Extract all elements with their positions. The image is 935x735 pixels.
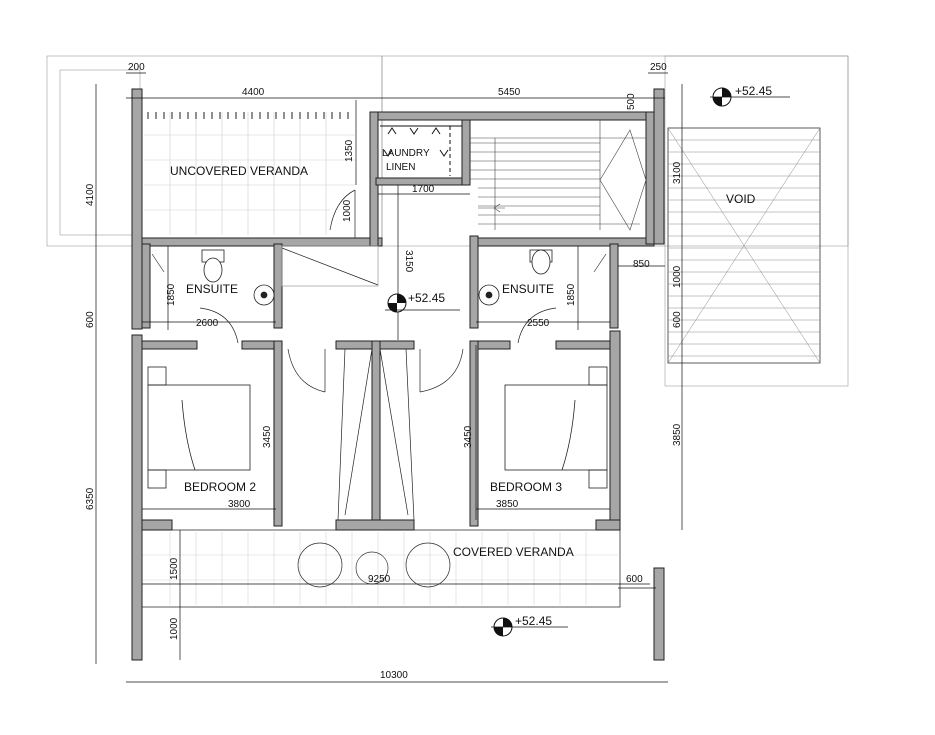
- room-label-uncovered-veranda: UNCOVERED VERANDA: [170, 164, 308, 178]
- dim-200: 200: [128, 62, 145, 73]
- covered-veranda-edge: [139, 529, 621, 608]
- dim-1700: 1700: [412, 184, 435, 195]
- dim-600-right: 600: [672, 311, 683, 328]
- room-label-bedroom-3: BEDROOM 3: [490, 480, 562, 494]
- roof-outline-right: [381, 55, 849, 247]
- dim-3150: 3150: [403, 250, 414, 273]
- dim-1500: 1500: [169, 557, 180, 580]
- veranda-chairs: [297, 542, 451, 588]
- dim-4100: 4100: [85, 183, 96, 206]
- dim-6350: 6350: [85, 487, 96, 510]
- room-label-ensuite-right: ENSUITE: [502, 282, 554, 296]
- stair: [470, 120, 647, 231]
- room-label-covered-veranda: COVERED VERANDA: [453, 545, 574, 559]
- dimension-lines: [95, 72, 683, 683]
- veranda-outline-left: [46, 55, 383, 247]
- laundry-symbol: [380, 125, 462, 176]
- roof-outline-right-lower: [664, 55, 849, 387]
- dim-1350: 1350: [344, 139, 355, 162]
- veranda-outline-left-inner: [59, 69, 141, 236]
- level-label-bottom: +52.45: [515, 614, 552, 628]
- level-marker-hall: [385, 293, 460, 313]
- dim-2550: 2550: [527, 318, 550, 329]
- dim-2600: 2600: [196, 318, 219, 329]
- dim-9250: 9250: [368, 574, 391, 585]
- dim-600-bottom: 600: [626, 574, 643, 585]
- dim-3450-right: 3450: [463, 425, 474, 448]
- dim-1850-left: 1850: [166, 283, 177, 306]
- dim-1850-right: 1850: [566, 283, 577, 306]
- dim-3450-left: 3450: [262, 425, 273, 448]
- beds: [147, 366, 608, 489]
- dim-250: 250: [650, 62, 667, 73]
- ensuite-fixtures: [151, 249, 607, 306]
- room-label-linen: LINEN: [386, 162, 415, 173]
- level-marker-top: [710, 87, 790, 107]
- dim-1000-door: 1000: [342, 199, 353, 222]
- level-label-top: +52.45: [735, 84, 772, 98]
- level-label-hall: +52.45: [408, 291, 445, 305]
- dim-4400: 4400: [242, 87, 265, 98]
- dim-3850-right: 3850: [672, 423, 683, 446]
- covered-veranda-tiles: [142, 532, 618, 605]
- dim-3850-bed: 3850: [496, 499, 519, 510]
- door-swings: [199, 189, 557, 521]
- balustrade-hatch: [147, 112, 349, 119]
- uncovered-veranda-tiles: [144, 112, 355, 235]
- room-label-laundry: LAUNDRY: [382, 148, 430, 159]
- walls: [131, 88, 665, 661]
- dim-600-left: 600: [85, 311, 96, 328]
- dim-10300: 10300: [380, 670, 408, 681]
- dim-5450: 5450: [498, 87, 521, 98]
- room-label-bedroom-2: BEDROOM 2: [184, 480, 256, 494]
- dim-500: 500: [626, 93, 637, 110]
- dim-1000-right: 1000: [672, 265, 683, 288]
- dim-3800: 3800: [228, 499, 251, 510]
- room-label-ensuite-left: ENSUITE: [186, 282, 238, 296]
- dim-3100: 3100: [672, 161, 683, 184]
- level-marker-bottom: [491, 617, 568, 637]
- dim-1000-bottom: 1000: [169, 617, 180, 640]
- dim-850: 850: [633, 259, 650, 270]
- void-hatch: [667, 127, 821, 364]
- room-label-void: VOID: [726, 192, 756, 206]
